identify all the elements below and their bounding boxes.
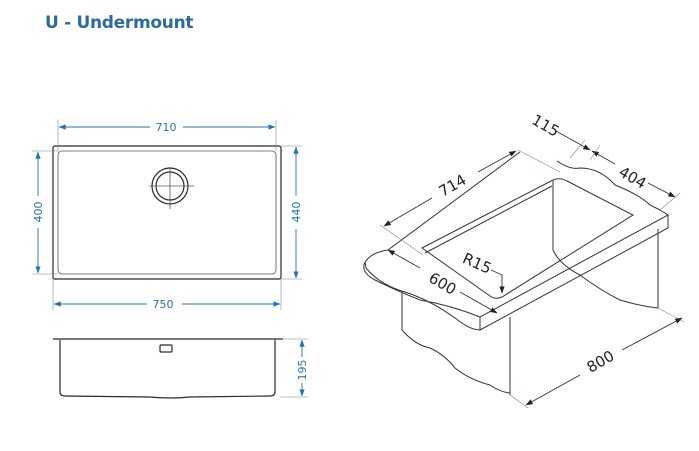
dimension-404: 404 xyxy=(616,163,650,193)
dimension-440: 440 xyxy=(290,202,303,223)
plan-view: 710 750 400 440 xyxy=(32,120,303,311)
sink-side-profile xyxy=(59,340,276,399)
dimension-115: 115 xyxy=(529,111,563,141)
dimension-714: 714 xyxy=(436,171,470,201)
dimension-r15: R15 xyxy=(460,249,494,277)
side-view: 195 xyxy=(53,338,309,399)
dimension-710: 710 xyxy=(156,121,177,134)
sink-inner-bowl xyxy=(57,150,277,275)
page-title: U - Undermount xyxy=(45,13,194,33)
drain-icon xyxy=(149,167,194,209)
sink-outer-rim xyxy=(52,145,282,280)
dimension-600: 600 xyxy=(426,269,460,299)
dimension-400: 400 xyxy=(32,202,45,223)
dimension-195: 195 xyxy=(296,360,309,381)
countertop xyxy=(363,209,669,318)
overflow-slot xyxy=(159,344,173,353)
dimension-750: 750 xyxy=(153,298,174,311)
sink-cutout xyxy=(421,178,635,299)
dimension-800: 800 xyxy=(584,347,618,377)
isometric-view: 714 115 404 600 R15 800 xyxy=(363,111,685,409)
